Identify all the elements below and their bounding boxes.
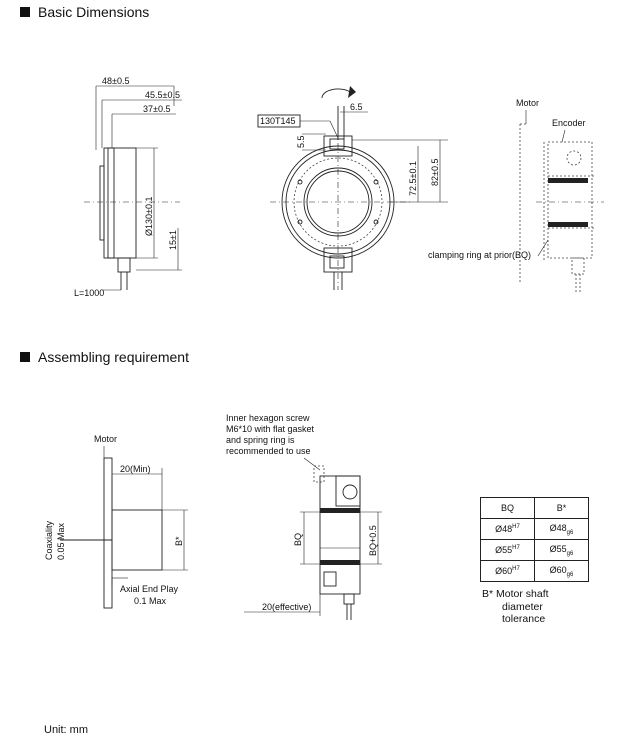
side-view: 48±0.5 45.5±0.5 37±0.5 L=1000 Ø130±0.1 1… — [74, 76, 182, 298]
bq-tolerance-table: BQ B* Ø48H7 Ø48g6 Ø55H7 Ø55g6 Ø60H7 Ø60g… — [480, 497, 589, 582]
dim-6-5-label: 6.5 — [350, 102, 363, 112]
unit-label: Unit: mm — [44, 724, 88, 736]
table-header-row: BQ B* — [480, 497, 589, 519]
dim-20min-label: 20(Min) — [120, 464, 151, 474]
assembly-middle: Inner hexagon screw M6*10 with flat gask… — [226, 413, 382, 620]
table-cell-bq: Ø60H7 — [480, 560, 535, 582]
table-cell-b: Ø48g6 — [534, 518, 589, 540]
front-view: 130T145 6.5 5.5 72.5±0.1 82±0.5 — [257, 86, 448, 290]
bstar-note-line-3: tolerance — [502, 613, 546, 625]
dim-15-label: 15±1 — [168, 230, 178, 250]
table-cell-bq: Ø55H7 — [480, 539, 535, 561]
table-cell-bq: Ø48H7 — [480, 518, 535, 540]
install-encoder-label: Encoder — [552, 118, 586, 128]
dim-72-5-label: 72.5±0.1 — [408, 161, 418, 196]
assembly-left: Motor 20(Min) Coaxiality 0.05 Max B* Axi… — [44, 434, 188, 609]
dim-bq05-label: BQ+0.5 — [368, 525, 378, 556]
installation-view: Motor Encoder clamping ring at prior(BQ) — [428, 98, 604, 292]
axial-play-value: 0.1 Max — [134, 596, 167, 606]
coaxiality-label: Coaxiality — [44, 520, 54, 560]
square-bullet-icon — [20, 7, 30, 17]
heading-assembling-text: Assembling requirement — [38, 349, 189, 365]
dim-bq-label: BQ — [293, 533, 303, 546]
table-row: Ø48H7 Ø48g6 — [480, 518, 589, 540]
dim-dia130-label: Ø130±0.1 — [144, 197, 154, 236]
table-row: Ø60H7 Ø60g6 — [480, 560, 589, 582]
table-cell-b: Ø55g6 — [534, 539, 589, 561]
dim-48-label: 48±0.5 — [102, 76, 129, 86]
assembly-ring-bottom — [320, 560, 360, 565]
cable-length-label: L=1000 — [74, 288, 104, 298]
clamp-ring-top — [548, 178, 588, 183]
label-130t145: 130T145 — [260, 116, 296, 126]
dim-20eff-label: 20(effective) — [262, 602, 311, 612]
square-bullet-icon — [20, 352, 30, 362]
table-header-bstar: B* — [534, 497, 589, 519]
install-motor-label: Motor — [516, 98, 539, 108]
heading-basic-dimensions: Basic Dimensions — [20, 4, 149, 20]
dim-82-label: 82±0.5 — [430, 159, 440, 186]
clamp-ring-bottom — [548, 222, 588, 227]
note-line-3: and spring ring is — [226, 435, 295, 445]
bstar-note: B* Motor shaft diameter tolerance — [482, 588, 549, 626]
heading-basic-text: Basic Dimensions — [38, 4, 150, 20]
table-cell-b: Ø60g6 — [534, 560, 589, 582]
bstar-note-line-2: diameter — [502, 600, 543, 613]
axial-play-label: Axial End Play — [120, 584, 179, 594]
assembly-ring-top — [320, 508, 360, 513]
clamp-label: clamping ring at prior(BQ) — [428, 250, 531, 260]
rotation-arrow-icon — [348, 86, 356, 98]
dim-37-label: 37±0.5 — [143, 104, 170, 114]
bstar-note-line-1: B* Motor shaft — [482, 588, 549, 600]
note-line-4: recommended to use — [226, 446, 311, 456]
assembly-motor-label: Motor — [94, 434, 117, 444]
bstar-dim-label: B* — [174, 536, 184, 546]
dim-5-5-label: 5.5 — [296, 135, 306, 148]
table-header-bq: BQ — [480, 497, 535, 519]
note-line-2: M6*10 with flat gasket — [226, 424, 315, 434]
heading-assembling: Assembling requirement — [20, 349, 189, 365]
table-row: Ø55H7 Ø55g6 — [480, 539, 589, 561]
dim-45-5-label: 45.5±0.5 — [145, 90, 180, 100]
coaxiality-value: 0.05 Max — [56, 522, 66, 560]
note-line-1: Inner hexagon screw — [226, 413, 310, 423]
